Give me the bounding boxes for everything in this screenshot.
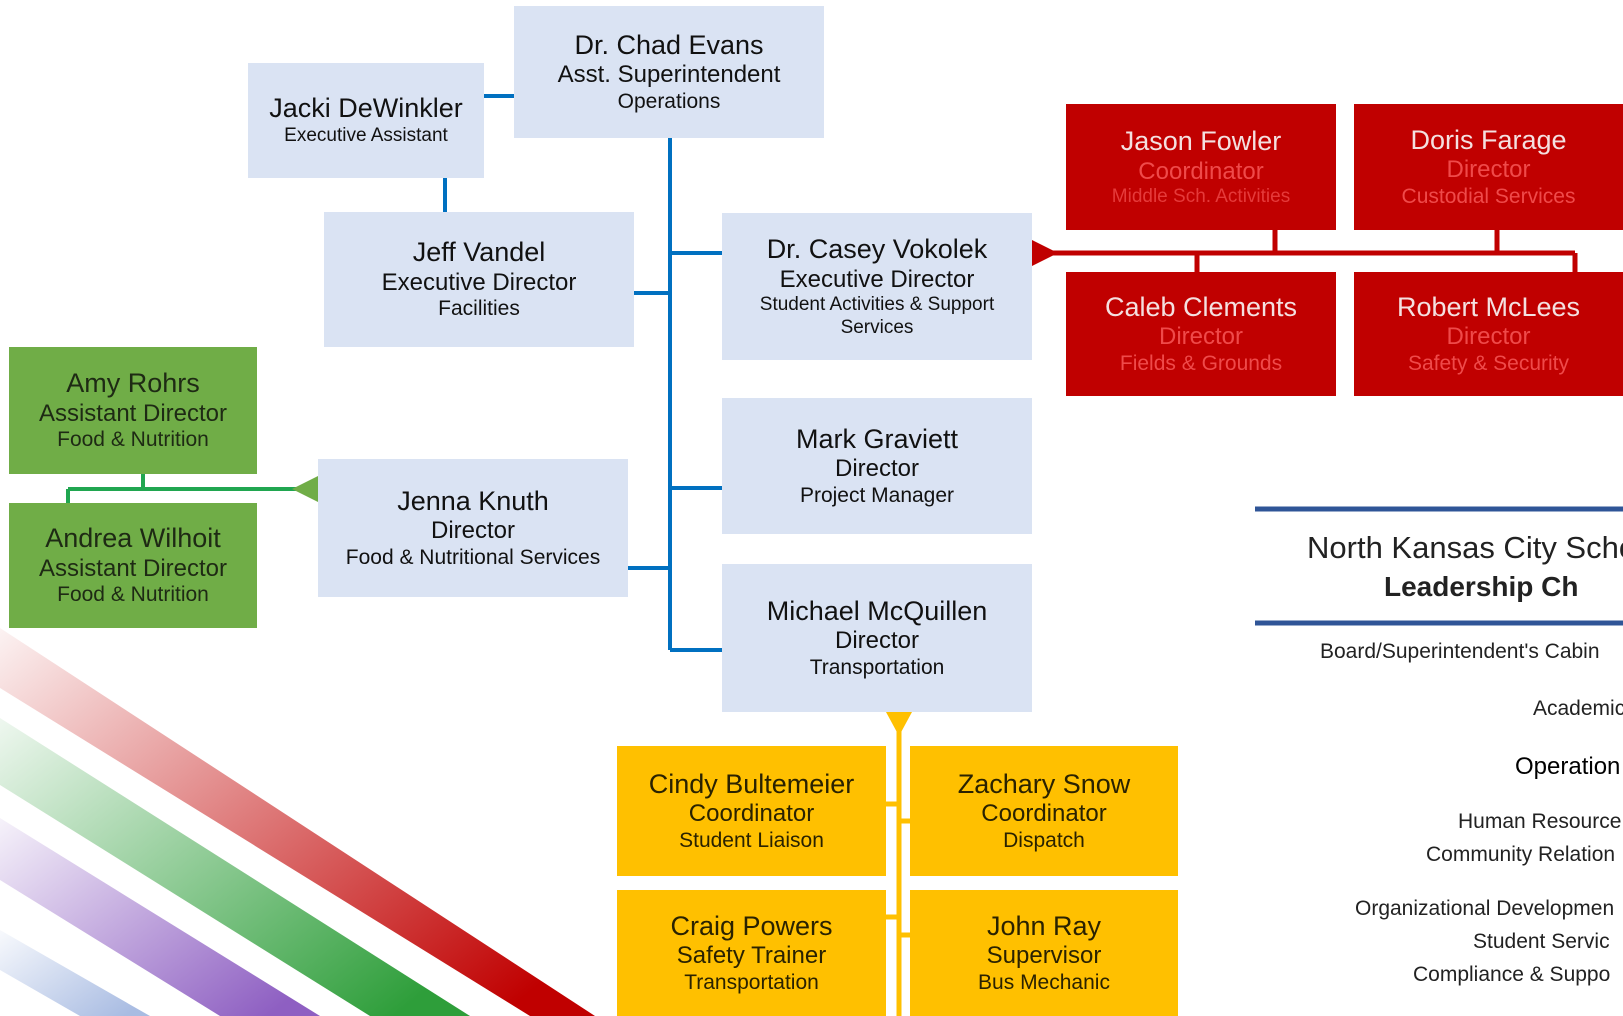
person-title: Director <box>834 627 919 655</box>
person-dept: Fields & Grounds <box>1119 351 1283 375</box>
nav-item-student-services[interactable]: Student Servic <box>1473 930 1610 953</box>
nav-item-community-relations[interactable]: Community Relation <box>1426 843 1616 866</box>
person-dept: Food & Nutrition <box>57 428 209 452</box>
person-name: Michael McQuillen <box>766 595 988 626</box>
person-dept: Student Liaison <box>679 828 824 852</box>
person-name: Jason Fowler <box>1120 125 1282 156</box>
person-dept: Middle Sch. Activities <box>1111 185 1291 207</box>
box-zachary-snow: Zachary Snow Coordinator Dispatch <box>910 746 1178 876</box>
person-dept: Student Activities & Support Services <box>759 294 995 338</box>
person-name: Jenna Knuth <box>397 485 549 516</box>
person-dept: Food & Nutritional Services <box>345 545 601 569</box>
person-title: Asst. Superintendent <box>557 61 781 89</box>
box-doris-farage: Doris Farage Director Custodial Services <box>1354 104 1623 230</box>
stripe-red <box>0 628 595 1016</box>
person-title: Director <box>1446 156 1531 184</box>
person-name: Cindy Bultemeier <box>648 768 855 799</box>
box-chad-evans: Dr. Chad Evans Asst. Superintendent Oper… <box>514 6 824 138</box>
person-title: Coordinator <box>688 800 815 828</box>
stripe-blue <box>0 930 150 1016</box>
person-dept: Food & Nutrition <box>57 583 209 607</box>
person-title: Director <box>834 455 919 483</box>
person-name: Andrea Wilhoit <box>45 523 221 554</box>
person-dept: Custodial Services <box>1401 184 1576 208</box>
person-name: Craig Powers <box>670 910 833 941</box>
person-title: Coordinator <box>1138 157 1264 185</box>
person-title: Coordinator <box>981 800 1107 828</box>
box-amy-rohrs: Amy Rohrs Assistant Director Food & Nutr… <box>9 347 257 474</box>
person-dept: Transportation <box>809 655 945 679</box>
person-title: Executive Director <box>381 268 577 296</box>
person-title: Director <box>1446 323 1531 351</box>
person-title: Safety Trainer <box>676 942 827 970</box>
nav-item-human-resources[interactable]: Human Resource <box>1458 810 1622 833</box>
nav-item-organizational-development[interactable]: Organizational Developmen <box>1355 897 1615 920</box>
person-name: Mark Graviett <box>795 423 959 454</box>
person-title: Assistant Director <box>38 554 228 582</box>
person-dept: Bus Mechanic <box>978 970 1110 994</box>
stripe-green <box>0 718 470 1016</box>
person-name: Jeff Vandel <box>412 237 546 268</box>
panel-subheading: Leadership Ch <box>1384 571 1579 602</box>
box-jason-fowler: Jason Fowler Coordinator Middle Sch. Act… <box>1066 104 1336 230</box>
box-jacki-dewinkler: Jacki DeWinkler Executive Assistant <box>248 63 484 178</box>
person-dept: Dispatch <box>1003 828 1085 852</box>
box-jenna-knuth: Jenna Knuth Director Food & Nutritional … <box>318 459 628 597</box>
person-name: Dr. Casey Vokolek <box>766 234 988 264</box>
person-title: Assistant Director <box>38 399 228 427</box>
box-casey-vokolek: Dr. Casey Vokolek Executive Director Stu… <box>722 213 1032 360</box>
person-name: Dr. Chad Evans <box>574 29 764 60</box>
person-name: Robert McLees <box>1396 291 1581 322</box>
person-name: Jacki DeWinkler <box>269 93 463 124</box>
nav-item-board-cabinet[interactable]: Board/Superintendent's Cabin <box>1320 640 1600 663</box>
nav-item-academic[interactable]: Academic <box>1533 697 1623 720</box>
box-robert-mclees: Robert McLees Director Safety & Security <box>1354 272 1623 396</box>
box-jeff-vandel: Jeff Vandel Executive Director Facilitie… <box>324 212 634 347</box>
person-dept: Project Manager <box>799 483 955 507</box>
box-andrea-wilhoit: Andrea Wilhoit Assistant Director Food &… <box>9 503 257 628</box>
person-title: Executive Assistant <box>284 125 448 147</box>
person-title: Supervisor <box>986 942 1102 970</box>
person-name: Zachary Snow <box>957 768 1131 799</box>
person-dept: Transportation <box>684 970 819 994</box>
person-name: Caleb Clements <box>1104 291 1298 322</box>
person-dept: Facilities <box>438 297 520 321</box>
person-name: Doris Farage <box>1410 124 1567 155</box>
person-title: Director <box>1158 323 1243 351</box>
nav-item-operations[interactable]: Operation <box>1515 753 1621 780</box>
box-craig-powers: Craig Powers Safety Trainer Transportati… <box>617 890 886 1016</box>
box-john-ray: John Ray Supervisor Bus Mechanic <box>910 890 1178 1016</box>
stripe-purple <box>0 818 320 1016</box>
box-mark-graviett: Mark Graviett Director Project Manager <box>722 398 1032 534</box>
box-michael-mcquillen: Michael McQuillen Director Transportatio… <box>722 564 1032 712</box>
panel-heading: North Kansas City Scho <box>1307 530 1623 565</box>
box-caleb-clements: Caleb Clements Director Fields & Grounds <box>1066 272 1336 396</box>
person-name: John Ray <box>986 910 1102 941</box>
person-title: Executive Director <box>779 265 975 293</box>
person-dept: Safety & Security <box>1407 351 1570 375</box>
person-dept: Operations <box>617 89 721 113</box>
person-title: Director <box>430 517 515 545</box>
person-name: Amy Rohrs <box>66 368 200 399</box>
box-cindy-bultemeier: Cindy Bultemeier Coordinator Student Lia… <box>617 746 886 876</box>
nav-item-compliance-support[interactable]: Compliance & Suppo <box>1413 963 1611 986</box>
